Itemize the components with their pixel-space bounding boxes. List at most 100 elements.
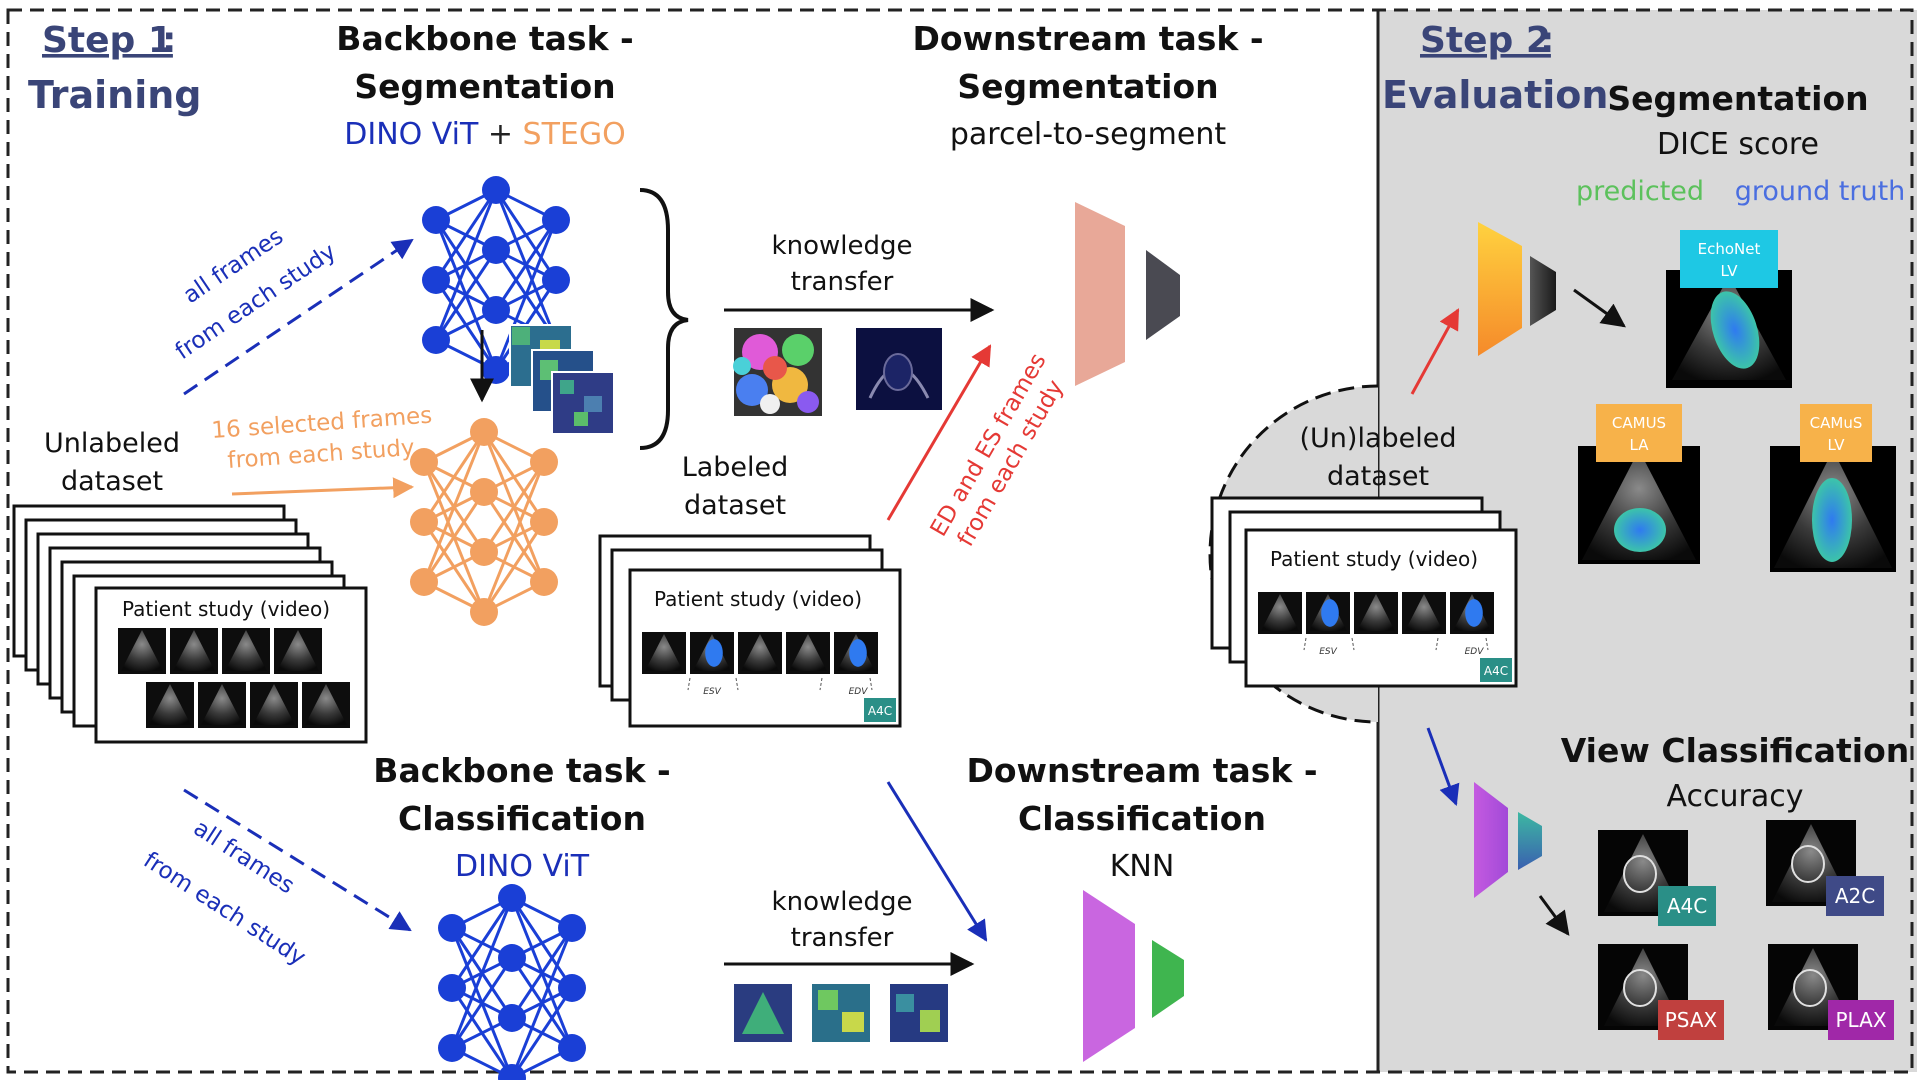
- network-node: [410, 448, 438, 476]
- network-node: [470, 478, 498, 506]
- eval-cls-decoder-icon: [1474, 782, 1508, 898]
- labeled-to-cls-arrow: [886, 781, 988, 942]
- view-badge: [1658, 1000, 1724, 1040]
- backbone-seg-title: Backbone task - Segmentation DINO ViT + …: [336, 19, 633, 152]
- network-node: [482, 236, 510, 264]
- step1-label: Step 1: [42, 20, 173, 61]
- echonet-lv-result: EchoNet LV: [1666, 230, 1792, 388]
- downstream-seg-title: Downstream task - Segmentation parcel-to…: [912, 19, 1263, 152]
- unlabeled-dataset-line1: Unlabeled: [44, 428, 180, 459]
- outer-dashed-border: [6, 8, 1914, 1074]
- eval-dataset-line2: dataset: [1327, 461, 1429, 492]
- labeled-dataset-stack: Patient study (video) ESV EDV A4C: [598, 534, 902, 728]
- labeled-a4c-badge-text: A4C: [868, 704, 892, 718]
- eval-seg-head-icon: [1530, 256, 1556, 326]
- unlabeled-dataset-line2: dataset: [61, 466, 163, 497]
- unlabeled-study-label: Patient study (video): [122, 597, 330, 621]
- network-node: [558, 974, 586, 1002]
- eval-cls-header: View Classification Accuracy: [1561, 731, 1910, 814]
- labeled-edv-label: EDV: [849, 687, 869, 697]
- camus-la-badge-line2: LA: [1630, 436, 1650, 454]
- eval-dataset-stack: Patient study (video) ESV EDV A4C: [1210, 496, 1518, 688]
- classification-decoder-icon: [1083, 890, 1135, 1062]
- labeled-esv-label: ESV: [703, 687, 721, 697]
- labeled-a4c-badge: [864, 698, 896, 722]
- network-node: [498, 1064, 526, 1080]
- ed-es-arrow: [886, 344, 992, 521]
- camus-la-result: CAMUS LA: [1578, 404, 1700, 564]
- view-thumb-a2c: A2C: [1766, 820, 1884, 916]
- dino-vit-classification-network-icon: [438, 884, 586, 1080]
- echonet-mask: [1710, 291, 1760, 369]
- eval-cls-title: View Classification: [1561, 731, 1910, 770]
- backbone-cls-title-line1: Backbone task -: [373, 751, 670, 790]
- eval-study-label: Patient study (video): [1270, 547, 1478, 571]
- model-dino: DINO ViT: [344, 117, 479, 152]
- eval-cls-metric: Accuracy: [1667, 779, 1804, 814]
- step1-heading: Step 1 : Training: [28, 20, 202, 117]
- labeled-dataset-line1: Labeled: [682, 452, 789, 483]
- network-node: [438, 1034, 466, 1062]
- labeled-dataset-line2: dataset: [684, 490, 786, 521]
- view-badge-label: A2C: [1835, 884, 1875, 908]
- kt-bottom-line1: knowledge: [772, 887, 913, 917]
- network-node: [558, 914, 586, 942]
- step2-subtitle: Evaluation: [1382, 73, 1608, 117]
- eval-seg-input-arrow: [1410, 308, 1460, 395]
- network-node: [558, 1034, 586, 1062]
- downstream-cls-title-line2: Classification: [1018, 799, 1266, 838]
- labeled-frames: [642, 632, 878, 691]
- network-node: [482, 176, 510, 204]
- feature-map-stack: [509, 324, 615, 435]
- downstream-seg-title-line2: Segmentation: [957, 67, 1218, 106]
- segmentation-decoder-icon: [1075, 202, 1125, 386]
- eval-seg-output-arrow: [1573, 288, 1626, 328]
- backbone-seg-title-line1: Backbone task -: [336, 19, 633, 58]
- eval-a4c-badge: [1480, 658, 1512, 682]
- camus-la-badge-line1: CAMUS: [1612, 414, 1666, 432]
- echonet-badge-line1: EchoNet: [1698, 240, 1761, 258]
- model-stego: STEGO: [523, 117, 626, 152]
- network-node: [498, 1004, 526, 1032]
- eval-cls-output-arrow: [1538, 895, 1570, 936]
- network-node: [530, 448, 558, 476]
- downstream-cls-title-line1: Downstream task -: [966, 751, 1317, 790]
- network-node: [410, 568, 438, 596]
- step2-colon: :: [1540, 20, 1554, 61]
- step1-colon: :: [162, 20, 176, 61]
- network-node: [530, 568, 558, 596]
- network-node: [422, 206, 450, 234]
- stego-segmentation-thumbnail: [733, 328, 822, 416]
- frame-mask: [705, 639, 723, 667]
- frame-mask: [849, 639, 867, 667]
- kt-top-line1: knowledge: [772, 231, 913, 261]
- echonet-badge: [1680, 230, 1778, 288]
- downstream-cls-method: KNN: [1110, 849, 1175, 884]
- camus-lv-badge: [1800, 404, 1872, 462]
- eval-edv-label: EDV: [1465, 647, 1485, 657]
- eval-cls-input-arrow: [1426, 727, 1460, 806]
- network-node: [470, 418, 498, 446]
- eval-seg-header: Segmentation DICE score predicted ground…: [1576, 79, 1905, 207]
- eval-seg-title: Segmentation: [1607, 79, 1868, 118]
- view-badge: [1826, 876, 1884, 916]
- view-badge: [1658, 886, 1716, 926]
- model-plus: +: [478, 117, 522, 152]
- network-node: [422, 326, 450, 354]
- backbone-cls-title-line2: Classification: [398, 799, 646, 838]
- all-frames-bottom-line2: from each study: [139, 847, 310, 971]
- eval-seg-metric: DICE score: [1657, 127, 1819, 162]
- backbone-cls-title: Backbone task - Classification DINO ViT: [373, 751, 670, 884]
- network-node: [498, 944, 526, 972]
- view-thumb-plax: PLAX: [1768, 944, 1894, 1040]
- curly-brace: [639, 188, 689, 450]
- network-node: [482, 296, 510, 324]
- backbone-seg-model: DINO ViT + STEGO: [344, 117, 625, 152]
- eval-dataset-line1: (Un)labeled: [1300, 423, 1457, 454]
- selected-frames-arrow: [231, 477, 415, 499]
- classification-head-icon: [1152, 940, 1184, 1018]
- network-node: [470, 598, 498, 626]
- attention-map-thumbnail: [856, 328, 942, 410]
